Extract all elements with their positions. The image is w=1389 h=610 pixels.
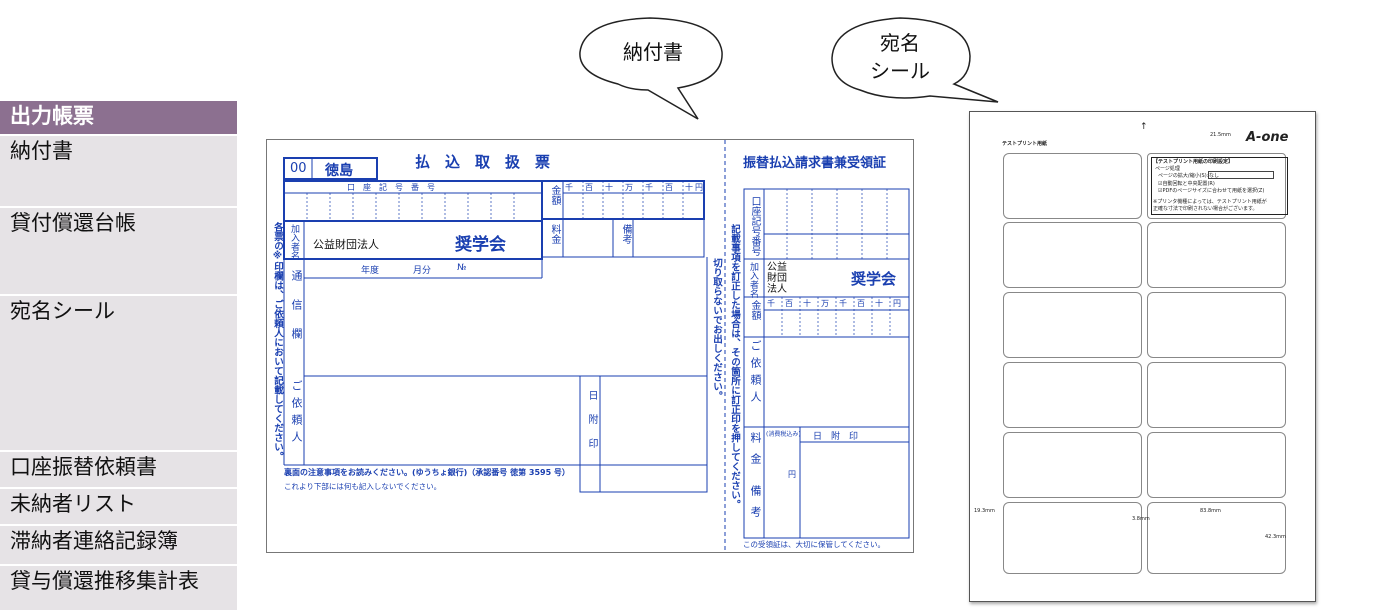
label-cell (1147, 432, 1286, 498)
payment-slip-lines (283, 140, 910, 552)
label-cell (1147, 362, 1286, 428)
receipt-corp: 公益財団法人 (767, 262, 787, 295)
a-one-logo: A-one (1246, 130, 1289, 145)
label-cell (1147, 292, 1286, 358)
receipt-org: 奨学会 (851, 270, 897, 288)
digit-1: 百 (585, 183, 593, 192)
payment-slip-preview: 00 徳島 払 込 取 扱 票 振替払込請求書兼受領証 口 座 記 号 番 号 … (266, 139, 914, 553)
receipt-bottom-note: この受領証は、大切に保管してください。 (743, 540, 886, 549)
settings-page: ページ処理 (1155, 166, 1180, 172)
warning-line1: ※プリンタ機種によっては、テストプリント用紙が (1153, 199, 1267, 205)
slip-branch: 徳島 (325, 163, 353, 179)
bubble-nofusho-text: 納付書 (623, 40, 683, 64)
bubble-atena: 宛名 シール (830, 16, 1000, 106)
digit-6: 十 (685, 183, 693, 192)
label-cell (1147, 222, 1286, 288)
payee-org: 奨学会 (455, 235, 506, 255)
bottom-note-1: 裏面の注意事項をお読みください。(ゆうちょ銀行)（承認番号 徳第 3595 号） (284, 468, 570, 477)
no-label: № (457, 263, 467, 273)
yen-label: 円 (788, 470, 796, 479)
biko-label: 備考 (620, 224, 631, 244)
up-arrow-icon: ↑ (1140, 122, 1148, 132)
sidebar-item-ledger[interactable]: 貸付償還台帳 (0, 206, 237, 294)
digit-5: 百 (665, 183, 673, 192)
receipt-ryokin-label: 料金 (749, 432, 762, 474)
print-settings-box (1151, 157, 1288, 215)
digit-7: 円 (695, 183, 703, 192)
receipt-account-label: 口座記号番号 (749, 196, 760, 256)
kingaku-label: 金額 (549, 185, 560, 205)
correction-note: 記載事項を訂正した場合は、その箇所に訂正印を押してください。 (729, 224, 740, 509)
address-label-sheet-preview: テストプリント用紙 ↑ 21.5mm A-one 【テストプリント用紙の印刷設定… (969, 111, 1316, 602)
dim-height: 42.3mm (1265, 534, 1286, 540)
receipt-digit-3: 万 (821, 299, 829, 308)
dim-width: 83.8mm (1200, 508, 1221, 514)
label-cell (1147, 502, 1286, 574)
sidebar-item-repayment-summary[interactable]: 貸与償還推移集計表 (0, 564, 237, 610)
dim-top: 21.5mm (1210, 132, 1231, 138)
label-cell (1003, 222, 1142, 288)
settings-opt1: ☑自動回転と中央配置(R) (1158, 181, 1215, 187)
test-print-label: テストプリント用紙 (1002, 141, 1048, 147)
label-cell (1003, 292, 1142, 358)
receipt-digit-0: 千 (767, 299, 775, 308)
receipt-kingaku-label: 金額 (749, 300, 760, 320)
bubble-atena-shape (831, 17, 999, 103)
receipt-digit-1: 百 (785, 299, 793, 308)
kanyusha-label: 加入者名 (289, 224, 299, 260)
ryokin-label: 料金 (549, 224, 560, 244)
side-note: 各票の※印欄は、ご依頼人において記載してください。 (272, 222, 283, 461)
label-cell (1003, 153, 1142, 219)
bubble-nofusho-shape (579, 17, 723, 120)
bubble-atena-line2: シール (870, 59, 930, 83)
month-label: 月分 (413, 266, 432, 276)
receipt-digit-4: 千 (839, 299, 847, 308)
digit-4: 千 (645, 183, 653, 192)
settings-opt2: ☑PDFのページサイズに合わせて用紙を選択(Z) (1158, 188, 1265, 194)
dim-left: 19.3mm (974, 508, 995, 514)
cut-note: 切り取らないでお出しください。 (711, 258, 722, 401)
receipt-title: 振替払込請求書兼受領証 (743, 156, 887, 171)
label-cell (1003, 502, 1142, 574)
year-label: 年度 (361, 266, 380, 276)
hizukein-label: 日附印 (586, 390, 597, 462)
settings-title: 【テストプリント用紙の印刷設定】 (1153, 159, 1234, 165)
dim-gap: 3.8mm (1132, 516, 1150, 522)
label-cell (1003, 432, 1142, 498)
receipt-digit-6: 十 (875, 299, 883, 308)
sidebar-header: 出力帳票 (0, 101, 237, 134)
label-cell (1003, 362, 1142, 428)
bottom-note-2: これより下部には何も記入しないでください。 (284, 482, 442, 491)
tax-note: (消費税込み) (766, 431, 801, 438)
receipt-digit-5: 百 (857, 299, 865, 308)
receipt-kanyusha-label: 加入者名 (748, 262, 758, 298)
payee-corp: 公益財団法人 (313, 238, 379, 251)
account-header: 口 座 記 号 番 号 (347, 183, 435, 192)
receipt-iraijin-label: ご依頼人 (749, 340, 762, 408)
receipt-digit-2: 十 (803, 299, 811, 308)
bubble-atena-line1: 宛名 (880, 31, 920, 55)
receipt-hizukein-label: 日 附 印 (813, 432, 859, 442)
sidebar-item-nofusho[interactable]: 納付書 (0, 134, 237, 206)
slip-title: 払 込 取 扱 票 (415, 153, 551, 171)
receipt-digit-7: 円 (893, 299, 901, 308)
digit-3: 万 (625, 183, 633, 192)
settings-scale: ページの拡大/縮小(S): (1158, 173, 1209, 179)
digit-0: 千 (565, 183, 573, 192)
sidebar-item-address-label[interactable]: 宛名シール (0, 294, 237, 450)
sidebar-item-transfer-request[interactable]: 口座振替依頼書 (0, 450, 237, 487)
settings-scale-select: なし (1208, 171, 1274, 179)
sidebar-item-unpaid-list[interactable]: 未納者リスト (0, 487, 237, 524)
iraijin-label: ご依頼人 (290, 380, 303, 448)
receipt-biko-label: 備考 (749, 485, 762, 527)
digit-2: 十 (605, 183, 613, 192)
sidebar-item-delinquent-log[interactable]: 滞納者連絡記録簿 (0, 524, 237, 564)
settings-cell (1147, 153, 1286, 219)
slip-code: 00 (290, 161, 307, 176)
warning-line2: 正確な寸法で印刷されない場合がございます。 (1153, 206, 1258, 212)
tsushin-label: 通信欄 (290, 270, 303, 357)
bubble-nofusho: 納付書 (578, 14, 728, 124)
report-sidebar: 出力帳票 納付書 貸付償還台帳 宛名シール 口座振替依頼書 未納者リスト 滞納者… (0, 0, 237, 610)
